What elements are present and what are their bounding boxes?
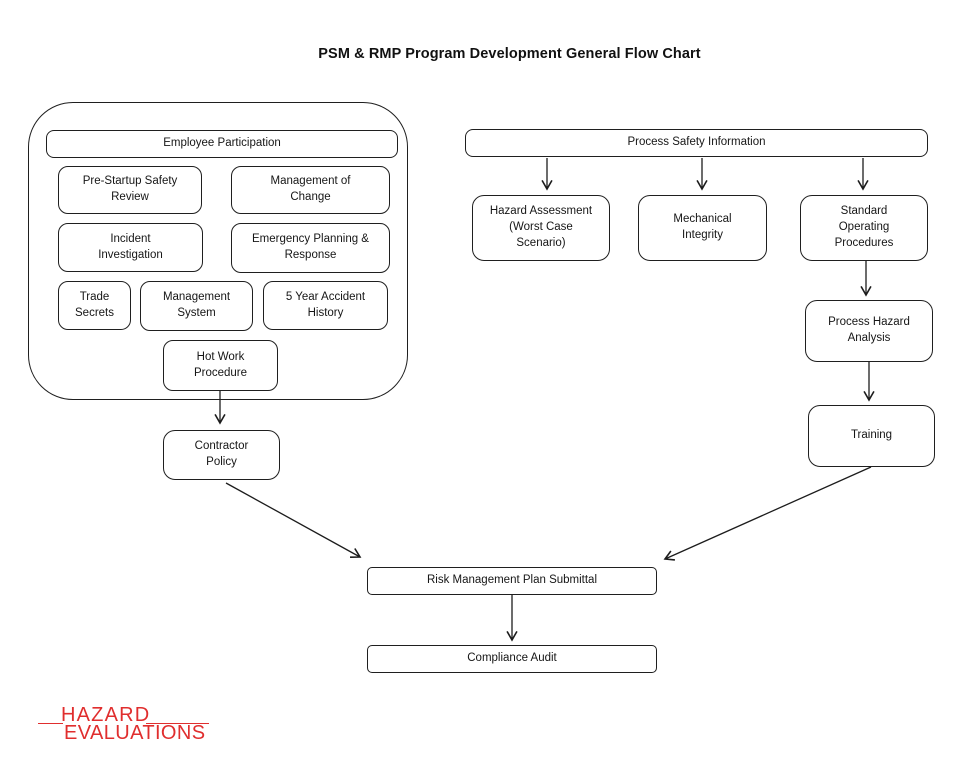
node-trade-secrets: Trade Secrets <box>58 281 131 330</box>
node-label: Mechanical Integrity <box>673 213 732 241</box>
node-label: Contractor Policy <box>194 440 249 468</box>
node-management-of-change: Management of Change <box>231 166 390 214</box>
node-risk-management-plan-submittal: Risk Management Plan Submittal <box>367 567 657 595</box>
node-hot-work-procedure: Hot Work Procedure <box>163 340 278 391</box>
node-management-system: Management System <box>140 281 253 331</box>
node-label: Risk Management Plan Submittal <box>426 574 598 587</box>
node-compliance-audit: Compliance Audit <box>367 645 657 673</box>
node-label: Trade Secrets <box>75 290 114 319</box>
employee-participation-group <box>28 102 408 400</box>
node-label: Hot Work Procedure <box>193 350 248 379</box>
node-label: Management of Change <box>270 175 351 203</box>
node-process-hazard-analysis: Process Hazard Analysis <box>805 300 933 362</box>
page-title: PSM & RMP Program Development General Fl… <box>318 46 701 62</box>
node-contractor-policy: Contractor Policy <box>163 430 280 480</box>
node-label: Standard Operating Procedures <box>834 205 894 249</box>
node-label: Pre-Startup Safety Review <box>82 175 178 203</box>
node-label: Training <box>850 429 893 442</box>
logo-rule-left <box>38 722 63 725</box>
node-label: Compliance Audit <box>467 652 557 665</box>
arrow-training-to-rms <box>663 466 872 561</box>
node-incident-investigation: Incident Investigation <box>58 223 203 272</box>
node-training: Training <box>808 405 935 467</box>
node-process-safety-information: Process Safety Information <box>465 129 928 157</box>
node-label: Process Hazard Analysis <box>828 316 910 344</box>
logo-rule-right <box>146 722 209 725</box>
node-label: Management System <box>162 291 231 319</box>
logo-word-hazard: HAZARD <box>61 704 151 726</box>
node-hazard-assessment: Hazard Assessment (Worst Case Scenario) <box>472 195 610 261</box>
node-label: Process Safety Information <box>627 136 766 149</box>
node-label: Incident Investigation <box>98 232 163 261</box>
node-label: Employee Participation <box>163 137 281 150</box>
node-label: 5 Year Accident History <box>285 290 366 319</box>
logo-word-evaluations: EVALUATIONS <box>64 722 206 744</box>
node-label: Emergency Planning & Response <box>252 233 369 261</box>
node-mechanical-integrity: Mechanical Integrity <box>638 195 767 261</box>
node-employee-participation: Employee Participation <box>46 130 398 158</box>
node-five-year-accident-history: 5 Year Accident History <box>263 281 388 330</box>
hazard-evaluations-logo: HAZARD EVALUATIONS <box>38 704 216 758</box>
node-standard-operating-procedures: Standard Operating Procedures <box>800 195 928 261</box>
node-emergency-planning-response: Emergency Planning & Response <box>231 223 390 273</box>
node-label: Hazard Assessment (Worst Case Scenario) <box>489 205 593 249</box>
arrow-contractor-policy-to-rms <box>225 482 362 558</box>
node-pre-startup-safety-review: Pre-Startup Safety Review <box>58 166 202 214</box>
